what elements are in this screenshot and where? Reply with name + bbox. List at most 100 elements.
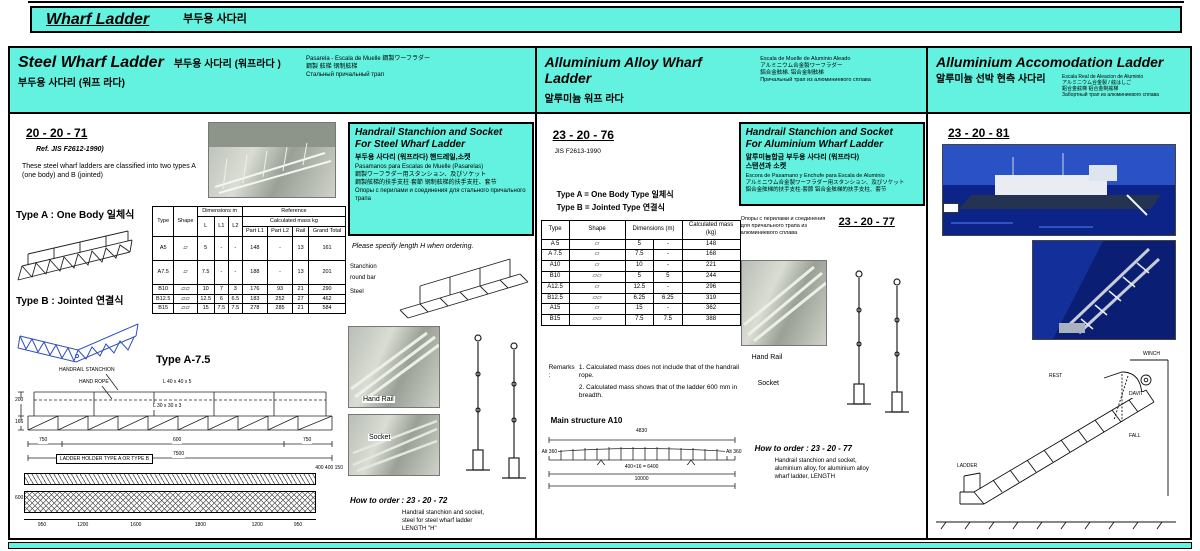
steel-lang-2: 鋼製 舷梯 钢制舷梯 (306, 63, 358, 70)
accommodation-lang-1: Escala Real de Aleacion de Aluminio (1062, 74, 1144, 81)
shape-icon: ▱ (568, 249, 626, 262)
shape-icon: ▱▱ (173, 303, 198, 315)
aluminium-lang-2: アルミニウム合金製ワーフラダー (760, 62, 843, 69)
dim-10000: 10000 (540, 476, 743, 483)
aluminium-lang-1: Escala de Muelle de Aluminio Aleado (760, 56, 851, 62)
angle-note-2: L 30 x 30 x 3 (152, 403, 183, 410)
aluminium-structure-drawing: 4830 400×16 = 6400 10000 Alt 360 Alt 360 (540, 428, 743, 494)
alu-box-title-1: Handrail Stanchion and Socket (745, 127, 893, 138)
steel-drawing-title: Type A-7.5 (156, 354, 211, 366)
steel-handrail-box: Handrail Stanchion and Socket For Steel … (348, 122, 534, 236)
dim-750-right: 750 (302, 437, 313, 444)
steel-subtitle-kr: 부두용 사다리 (워프 라다) (18, 77, 125, 89)
dim-6400: 400×16 = 6400 (540, 464, 743, 471)
hand-rail-label: Hand Rail (750, 354, 784, 361)
shape-icon: ▱▱ (568, 292, 626, 305)
aluminium-type-b-label: Type B = Jointed Type 연결식 (556, 203, 665, 212)
table-row: A12.5▱12.5-296 (540, 281, 741, 294)
catalog-frame: Steel Wharf Ladder 부두용 사다리 (워프라다 ) 부두용 사… (8, 46, 1192, 540)
steel-ladder-photo (208, 122, 336, 198)
angle-note-1: L 40 x 40 x 5 (162, 379, 193, 386)
davit-label: DAVIT (1128, 391, 1145, 398)
table-row: A 7.5▱7.5-168 (540, 249, 741, 262)
steel-jis-ref: Ref. JIS F2612-1990) (36, 146, 104, 153)
dim-alt360-right: Alt 360 (724, 449, 743, 456)
accommodation-drawing: REST WINCH DAVIT FALL LADDER (930, 346, 1182, 536)
dim-7500: 7500 (172, 451, 186, 458)
shape-icon: ▱ (173, 235, 198, 261)
steel-plan-drawing: 400 400 150 600 950 1200 1600 1800 1200 … (14, 465, 346, 538)
steel-order-note: Please specify length H when ordering. (352, 243, 474, 250)
dim-750-left: 750 (38, 437, 49, 444)
steel-title: Steel Wharf Ladder (18, 54, 164, 71)
hand-rail-label: Hand Rail (362, 396, 395, 403)
steel-how-to-order: How to order : 23 - 20 - 72 (350, 496, 448, 505)
dim-4830: 4830 (540, 428, 743, 435)
alu-box-es: Escora de Pasamano y Enchufe para Escala… (745, 173, 885, 180)
alu-box-kr-2: 스탠션과 소켓 (745, 163, 787, 171)
accommodation-section-body: 23 - 20 - 81 (928, 114, 1190, 538)
shape-icon: ▱▱ (568, 270, 626, 283)
aluminium-type-a-label: Type A = One Body Type 일체식 (556, 190, 674, 199)
shape-icon: ▱ (568, 281, 626, 294)
shape-icon: ▱ (568, 303, 626, 316)
steel-section: Steel Wharf Ladder 부두용 사다리 (워프라다 ) 부두용 사… (10, 48, 535, 538)
remarks-body: 1. Calculated mass does not include that… (578, 364, 739, 400)
shape-icon: ▱ (568, 238, 626, 251)
hand-rope-note: HAND ROPE (78, 379, 110, 386)
remarks-label: Remarks : (548, 364, 575, 380)
dim-alt360-left: Alt 360 (540, 449, 559, 456)
dim-166: 166 (14, 419, 25, 426)
handrail-box-cn: 鋼製舷梯的扶手支柱·套節 钢制舷梯的扶手支柱、套节 (355, 179, 497, 186)
steel-type-b-label: Type B : Jointed 연결식 (16, 296, 124, 307)
ladder-photo (1032, 240, 1176, 340)
ship-photo (942, 144, 1176, 236)
plan-bar-2 (24, 491, 316, 513)
alu-box-title-2: For Aluminium Wharf Ladder (745, 139, 883, 150)
page-top-rule (28, 1, 1184, 3)
stanchion-photo-2 (348, 414, 440, 476)
aluminium-spec-table: Type Shape Dimensions (m) Calculated mas… (540, 220, 741, 326)
fall-label: FALL (1128, 433, 1142, 440)
accommodation-lang-2: アルミニウム合金製 / 舷はしご (1062, 80, 1132, 87)
accommodation-translations: Escala Real de Aleacion de Aluminio アルミニ… (1062, 74, 1184, 98)
handrail-box-title-1: Handrail Stanchion and Socket (355, 127, 503, 138)
aluminium-translations: Escala de Muelle de Aluminio Aleado アルミニ… (760, 56, 920, 106)
main-structure-label: Main structure A10 (550, 416, 623, 425)
accommodation-lang-4: Забортный трап из алюминиевого сплава (1062, 92, 1159, 99)
table-row: A 5▱5-148 (540, 238, 741, 251)
alu-box-jp: アルミニウム合金製ワーフラダー用スタンション、及びソケット (745, 180, 905, 187)
steel-spec-table: Type Shape Dimensions m Reference L L1 L… (151, 206, 347, 315)
steel-order-desc: Handrail stanchion and socket, steel for… (402, 510, 485, 532)
shape-icon: ▱▱ (173, 293, 198, 305)
aluminium-section-body: 23 - 20 - 76 JIS F2613-1990 Type A = One… (536, 114, 926, 538)
accommodation-title: Alluminium Accomodation Ladder (936, 54, 1164, 70)
dim-line (24, 519, 316, 520)
plan-bar-1 (24, 473, 316, 485)
stanchion-material-note: Stanchion round bar Steel (350, 264, 377, 295)
accommodation-title-kr: 알루미늄 선박 현측 사다리 (936, 74, 1046, 86)
steel-lang-3: Стальный причальный трап (306, 71, 384, 78)
steel-stanchion-drawing: Stanchion round bar Steel (350, 254, 534, 322)
ladder-holder-label: LADDER HOLDER TYPE A OR TYPE B (56, 454, 154, 464)
aluminium-remarks: Remarks : 1. Calculated mass does not in… (549, 364, 743, 401)
table-row: A10▱10-221 (540, 260, 741, 272)
steel-type-a-drawing (12, 224, 150, 290)
aluminium-lang-4: Причальный трап из алюминиевого сплава (760, 76, 871, 83)
accommodation-part-number: 23 - 20 - 81 (948, 126, 1010, 140)
winch-label: WINCH (1142, 351, 1161, 358)
aluminium-title-kr: 알루미늄 워프 라다 (544, 94, 624, 106)
aluminium-section: Alluminium Alloy Wharf Ladder 알루미늄 워프 라다… (534, 48, 926, 538)
steel-elevation-drawing: HANDRAIL STANCHION HAND ROPE L 40 x 40 x… (14, 367, 346, 466)
socket-label: Socket (368, 434, 392, 441)
steel-translations: Pasarela - Escala de Muelle 鋼製ワーフラダー 鋼製 … (306, 56, 506, 79)
page-title: Wharf Ladder (46, 10, 150, 28)
page-bottom-bar (8, 542, 1192, 549)
